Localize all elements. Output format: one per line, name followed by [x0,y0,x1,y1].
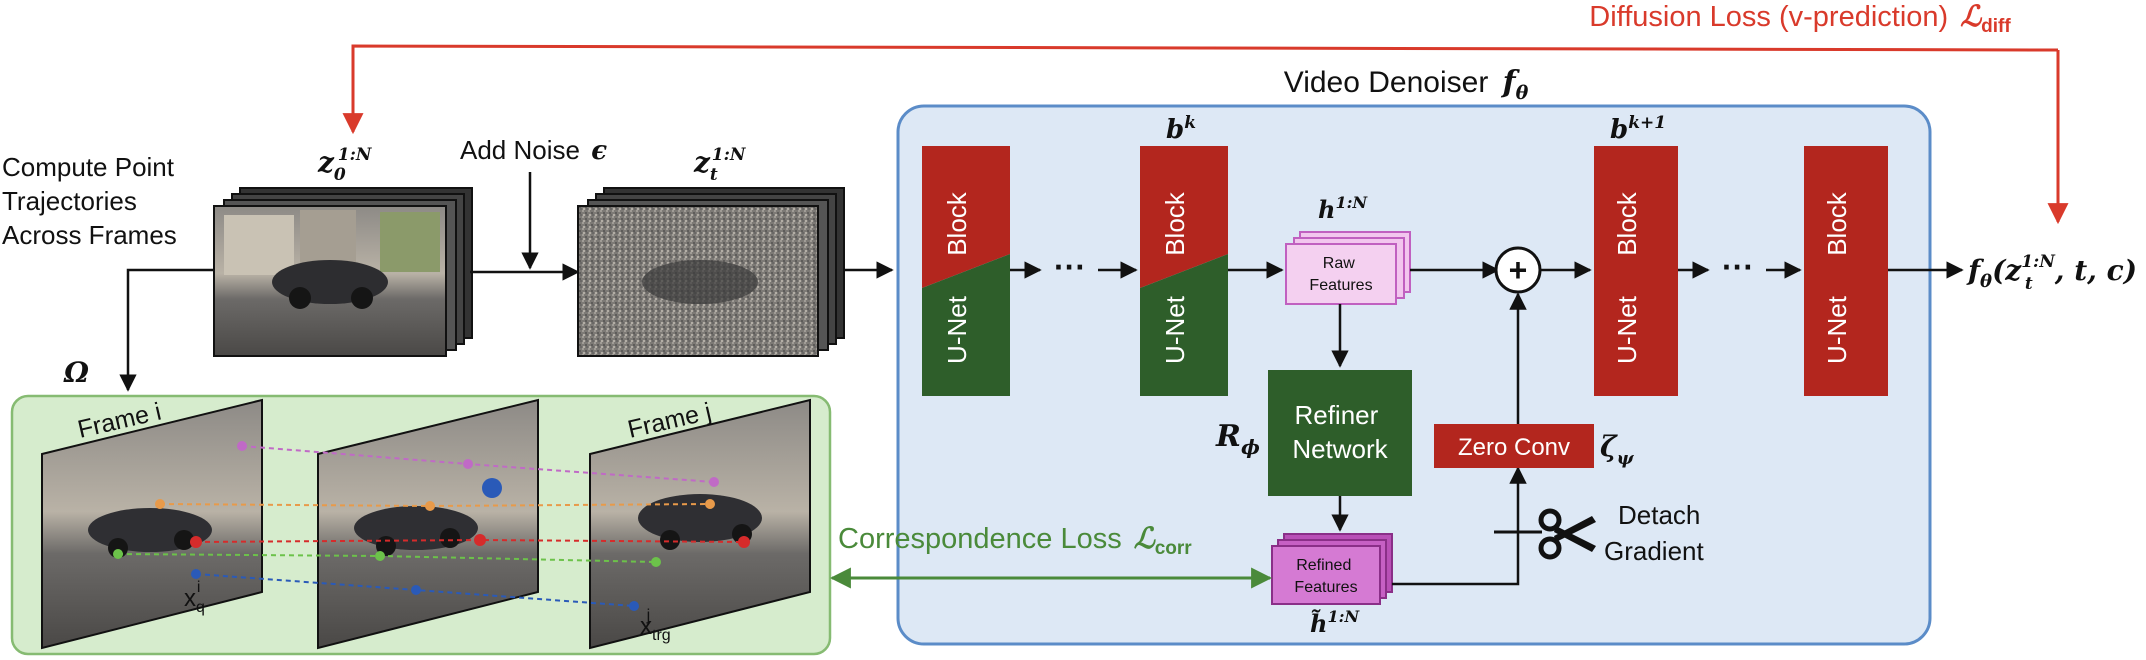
svg-text:U-Net: U-Net [942,295,972,364]
svg-text:Block: Block [1160,191,1190,256]
xtrg-label: xtrgj [640,607,671,644]
video-denoiser-title: Video Denoiser fθ [1284,65,1529,104]
unet-block-k: Block U-Net [1140,146,1228,396]
frame-j [589,398,811,650]
detach-gradient-label: Detach Gradient [1604,500,1708,566]
svg-text:Zero Conv: Zero Conv [1458,434,1570,461]
scissors-icon [1538,508,1596,560]
trajectory-points [113,441,750,611]
svg-text:Block: Block [1612,191,1642,256]
add-node: + [1494,246,1542,294]
raw-features: Raw Features [1285,231,1411,305]
refiner-network: Refiner Network [1268,370,1412,496]
unet-block-last: Block U-Net [1804,146,1888,396]
bk-label: bk [1166,113,1196,145]
h-label: h1:N [1318,193,1368,224]
correspondence-loss-label: Correspondence Loss ℒcorr [838,521,1192,559]
svg-text:Block: Block [942,191,972,256]
unet-block-k1: Block U-Net [1594,146,1678,396]
r-phi-label: Rϕ [1215,419,1260,459]
noisy-video-stack [577,187,845,357]
svg-text:U-Net: U-Net [1822,295,1852,364]
refined-to-zeroconv-arrow [1392,466,1527,586]
diffusion-loss-label: Diffusion Loss (v-prediction) ℒdiff [1589,0,2011,37]
svg-text:Raw Features: Raw Features [1309,255,1372,294]
zeta-psi-label: ζψ [1600,430,1635,469]
zero-conv: Zero Conv [1434,424,1594,468]
frame-i [41,398,263,650]
bk1-label: bk+1 [1610,113,1666,145]
svg-text:Refined Features: Refined Features [1294,557,1357,596]
video-denoiser-box [896,104,1932,646]
zt-label: zt1:N [693,145,747,185]
add-noise-label: Add Noise ϵ [460,135,607,166]
frame-middle [317,398,539,650]
ellipsis-2: ··· [1722,249,1754,285]
ellipsis-1: ··· [1054,249,1086,285]
omega-label: Ω [63,356,89,389]
refined-features: Refined Features [1271,533,1393,605]
svg-text:U-Net: U-Net [1612,295,1642,364]
z0-label: z01:N [317,145,373,185]
unet-block-1: Block U-Net [922,146,1010,396]
trajectory-arrow [119,268,214,392]
svg-text:Refiner Network: Refiner Network [1292,400,1388,464]
compute-trajectories-label: Compute Point Trajectories Across Frames [2,152,181,250]
clean-video-stack [213,187,473,357]
xq-label: xqi [184,579,205,616]
h-tilde-label: h̃1:N [1310,607,1360,638]
svg-text:+: + [1509,252,1528,288]
diffusion-loss-line [342,44,2059,135]
svg-text:U-Net: U-Net [1160,295,1190,364]
svg-text:Block: Block [1822,191,1852,256]
